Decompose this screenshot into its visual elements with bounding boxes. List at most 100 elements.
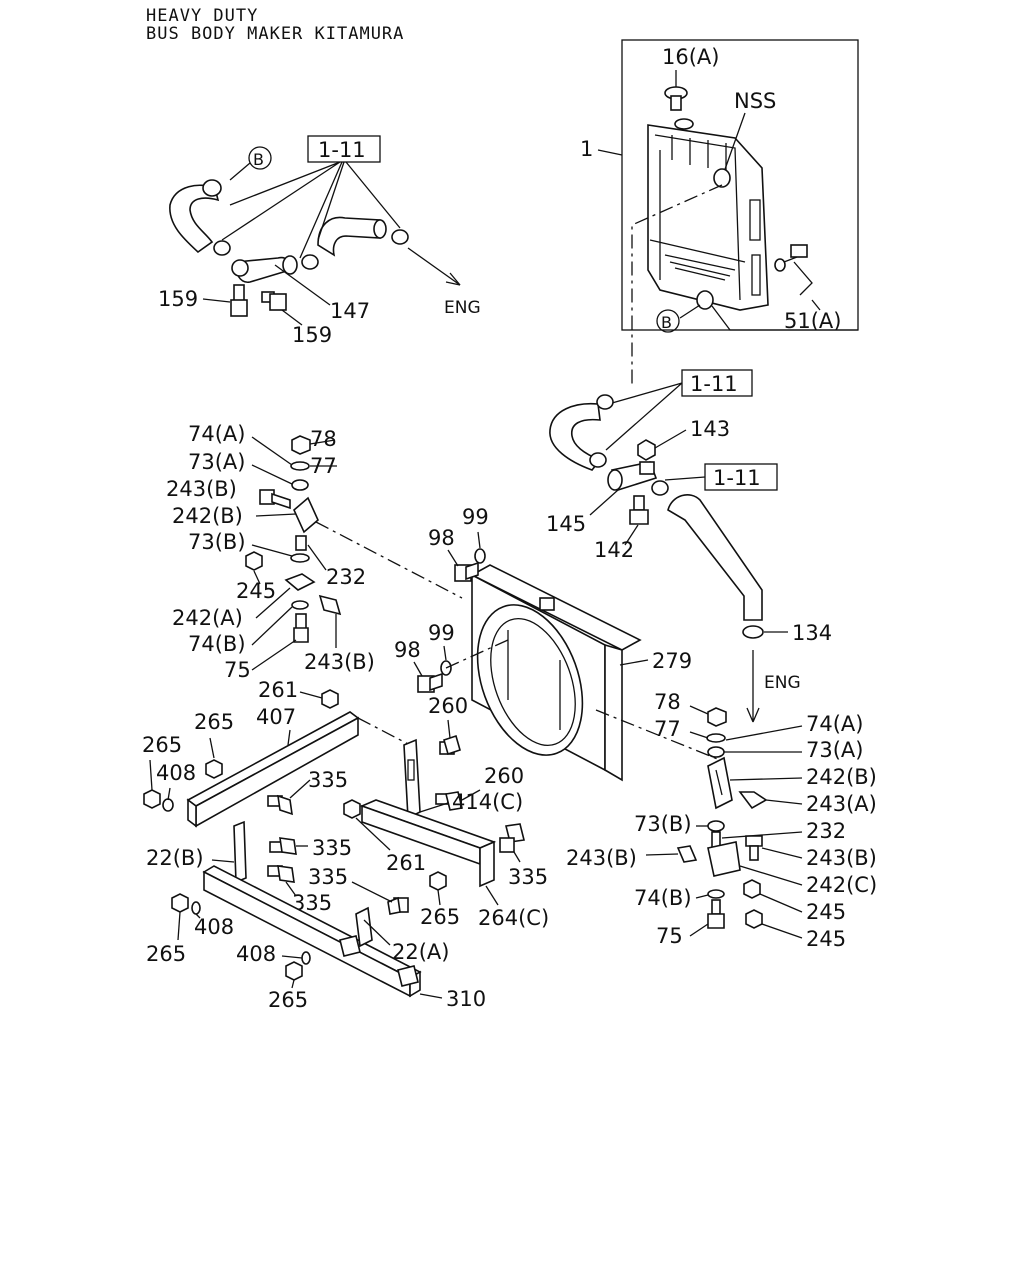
label-261-lower: 261 bbox=[386, 851, 426, 875]
label-242b-right: 242(B) bbox=[806, 765, 877, 789]
ref-b-label-right: B bbox=[661, 313, 672, 332]
bolt-335-d bbox=[387, 896, 409, 915]
label-74b-right: 74(B) bbox=[634, 886, 692, 910]
water-pipe-145 bbox=[607, 461, 658, 492]
bolt-335-c bbox=[267, 865, 295, 883]
left-mount-stack bbox=[245, 435, 342, 643]
label-75-right: 75 bbox=[656, 924, 683, 948]
ref-b-marker-right bbox=[656, 309, 680, 333]
label-22b: 22(B) bbox=[146, 846, 204, 870]
ref-1-11-right-b: 1-11 bbox=[713, 466, 761, 490]
label-143: 143 bbox=[690, 417, 730, 441]
bolt-335-b bbox=[269, 837, 297, 855]
label-407: 407 bbox=[256, 705, 296, 729]
bracket-22b bbox=[233, 820, 247, 884]
upper-left-hose bbox=[169, 179, 409, 283]
ref-1-11-upper-left: 1-11 bbox=[318, 138, 366, 162]
bolt-98-washer-99-upper bbox=[454, 548, 486, 582]
label-75-left: 75 bbox=[224, 658, 251, 682]
bracket-22a bbox=[355, 906, 373, 948]
label-265-low-left: 265 bbox=[146, 942, 186, 966]
frame-310 bbox=[202, 865, 422, 998]
bolt-260-lower bbox=[435, 791, 463, 811]
label-243b-right-a: 243(B) bbox=[566, 846, 637, 870]
bolt-98-washer-99-lower bbox=[417, 660, 452, 693]
fan-shroud-279 bbox=[470, 564, 642, 782]
bolt-159-b bbox=[261, 291, 287, 311]
header-line-2: BUS BODY MAKER KITAMURA bbox=[146, 24, 405, 44]
nut-265-low-left bbox=[171, 893, 189, 913]
label-310: 310 bbox=[446, 987, 486, 1011]
label-232-right: 232 bbox=[806, 819, 846, 843]
label-265-mid: 265 bbox=[420, 905, 460, 929]
eng-label-right: ENG bbox=[764, 673, 801, 693]
label-260-lower: 260 bbox=[484, 764, 524, 788]
label-99-upper: 99 bbox=[462, 505, 489, 529]
header-line-1: HEAVY DUTY bbox=[146, 6, 259, 26]
bolt-335-a bbox=[267, 794, 293, 816]
label-265-left: 265 bbox=[142, 733, 182, 757]
label-335-b: 335 bbox=[312, 836, 352, 860]
bracket-414c bbox=[403, 738, 421, 820]
label-78-right: 78 bbox=[654, 690, 681, 714]
label-147: 147 bbox=[330, 299, 370, 323]
nut-265-upper bbox=[205, 759, 223, 779]
label-74b-left: 74(B) bbox=[188, 632, 246, 656]
label-243a-right: 243(A) bbox=[806, 792, 877, 816]
ref-b-label-left: B bbox=[253, 150, 264, 169]
washer-408-low-left bbox=[191, 901, 201, 915]
washer-408-bottom bbox=[301, 951, 311, 965]
radiator-core bbox=[647, 124, 769, 311]
label-245-right-b: 245 bbox=[806, 927, 846, 951]
label-74a-right: 74(A) bbox=[806, 712, 863, 736]
label-264c: 264(C) bbox=[478, 906, 549, 930]
label-73b-left: 73(B) bbox=[188, 530, 246, 554]
eng-label-upper: ENG bbox=[444, 298, 481, 318]
bolt-142 bbox=[629, 495, 649, 525]
label-245-right-a: 245 bbox=[806, 900, 846, 924]
ref-b-marker-left bbox=[248, 146, 272, 170]
label-335-a: 335 bbox=[308, 768, 348, 792]
label-145: 145 bbox=[546, 512, 586, 536]
label-265-bottom: 265 bbox=[268, 988, 308, 1012]
label-245-left: 245 bbox=[236, 579, 276, 603]
radiator-inlet-pipe bbox=[713, 168, 731, 188]
label-159-a: 159 bbox=[158, 287, 198, 311]
label-408-upper: 408 bbox=[156, 761, 196, 785]
label-279: 279 bbox=[652, 649, 692, 673]
label-74a: 74(A) bbox=[188, 422, 245, 446]
radiator-outlet-pipe bbox=[696, 290, 714, 310]
washer-408-upper bbox=[162, 798, 174, 812]
right-upper-hose bbox=[549, 394, 614, 471]
hose-clamp-right bbox=[651, 480, 669, 496]
label-335-right: 335 bbox=[508, 865, 548, 889]
bolt-335-right bbox=[499, 823, 525, 853]
label-243b-left-2: 243(B) bbox=[304, 650, 375, 674]
label-51a: 51(A) bbox=[784, 309, 841, 333]
label-265-upper: 265 bbox=[194, 710, 234, 734]
label-159-b: 159 bbox=[292, 323, 332, 347]
label-78: 78 bbox=[310, 427, 337, 451]
label-142: 142 bbox=[594, 538, 634, 562]
label-98-lower: 98 bbox=[394, 638, 421, 662]
label-243b-left: 243(B) bbox=[166, 477, 237, 501]
bolt-159-a bbox=[230, 284, 248, 317]
label-232-left: 232 bbox=[326, 565, 366, 589]
nut-261-lower bbox=[343, 799, 361, 819]
label-242c: 242(C) bbox=[806, 873, 877, 897]
nut-265-left bbox=[143, 789, 161, 809]
label-414c: 414(C) bbox=[452, 790, 523, 814]
label-99-lower: 99 bbox=[428, 621, 455, 645]
ref-1-11-right-a: 1-11 bbox=[690, 372, 738, 396]
label-134: 134 bbox=[792, 621, 832, 645]
label-73a-right: 73(A) bbox=[806, 738, 863, 762]
label-77-right: 77 bbox=[654, 717, 681, 741]
label-242b-left: 242(B) bbox=[172, 504, 243, 528]
bracket-264c bbox=[359, 799, 497, 888]
label-335-d: 335 bbox=[308, 865, 348, 889]
label-1: 1 bbox=[580, 137, 593, 161]
nut-265-bottom bbox=[285, 961, 303, 981]
label-408-low-left: 408 bbox=[194, 915, 234, 939]
